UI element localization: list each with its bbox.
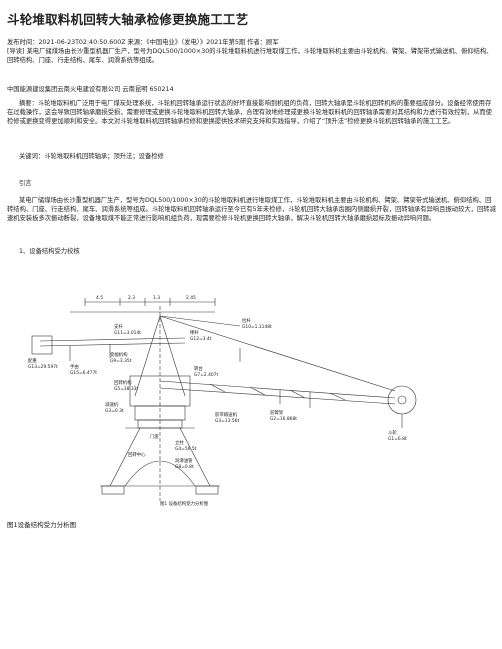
abstract-paragraph: 摘要：斗轮堆取料机广泛用于电厂煤炭处理系统，斗轮机回转轴承运行状态的好坏直接影响…	[7, 100, 492, 126]
label-conveyor-g: G3=13.56t	[215, 418, 239, 424]
section-heading: 1、设备结构受力校核	[19, 248, 80, 255]
label-reducer: 减速机	[105, 401, 119, 408]
label-luff-g: G11=3.014t	[114, 330, 141, 336]
keywords: 关键词：斗轮堆取料机回转轴承；顶升法；设备检修	[19, 153, 164, 160]
label-counterweight-g: G13=29.597t	[28, 364, 58, 370]
dim-label-2: 2.3	[128, 295, 135, 301]
intro-body: 某电厂储煤场由长沙重型机器厂生产，型号为DQL500/1000×30的斗轮堆取料…	[7, 197, 496, 223]
label-slewing: 回转机构	[114, 379, 132, 386]
label-tower-g: G7=2.407t	[194, 372, 218, 378]
dim-label-4: 2.45	[186, 295, 196, 301]
label-lube-g: G8=0.8t	[175, 464, 194, 470]
label-cab-g: G9=3.35t	[110, 358, 132, 364]
label-wheel-g: G1=6.8t	[388, 436, 407, 442]
label-lube: 润滑油管	[175, 457, 193, 464]
label-strut: 撑杆	[190, 329, 199, 336]
affiliation: 中国能源建设集团云南火电建设有限公司 云南昆明 650214	[7, 86, 174, 93]
label-boom-g: G2=16.868t	[270, 416, 297, 422]
label-strut-g: G12=3.4t	[190, 336, 212, 342]
figure-caption: 图1设备结构受力分析图	[7, 521, 77, 529]
label-center: 回转中心	[128, 451, 146, 458]
label-pull-rod: 拉杆	[242, 317, 251, 324]
publish-meta: 发布时间：2021-06-23T02:40:50.600Z 来源：《中国电业》（…	[7, 39, 279, 46]
label-luff: 支杆	[114, 323, 123, 330]
label-slewing-g: G5=18.33t	[114, 386, 138, 392]
label-cab: 变幅机构	[110, 351, 128, 358]
label-column: 立柱	[175, 439, 184, 446]
label-column-g: G4=56.5t	[175, 446, 197, 452]
structure-force-diagram: 4.5 2.3 1.3 2.45 配重 G13=29.597t 手由 G15=6…	[28, 295, 417, 507]
figure-bottom-note: 图1 设备结构受力分析图	[160, 500, 209, 507]
guide-paragraph: [导读] 某电厂储煤场由长沙重型机器厂生产，型号为DQL500/1000×30的…	[7, 48, 493, 65]
label-wheel: 斗轮	[388, 429, 397, 436]
dim-label-3: 1.3	[153, 295, 160, 301]
dim-label-1: 4.5	[96, 295, 103, 301]
label-bucket-arm: 手由	[70, 363, 79, 370]
label-reducer-g: G3=0.3t	[105, 408, 124, 414]
article-title: 斗轮堆取料机回转大轴承检修更换施工工艺	[7, 12, 249, 27]
intro-heading: 引言	[19, 180, 32, 187]
label-boom: 前臂架	[270, 409, 284, 416]
label-conveyor: 胶带输送机	[215, 411, 238, 418]
label-bucket-arm-g: G15=6.477t	[70, 370, 97, 376]
label-counterweight: 配重	[28, 357, 37, 364]
label-gantry: 门座	[150, 433, 159, 440]
label-pull-rod-g: G10=1.1148t	[242, 324, 272, 330]
label-tower: 转台	[194, 365, 203, 372]
